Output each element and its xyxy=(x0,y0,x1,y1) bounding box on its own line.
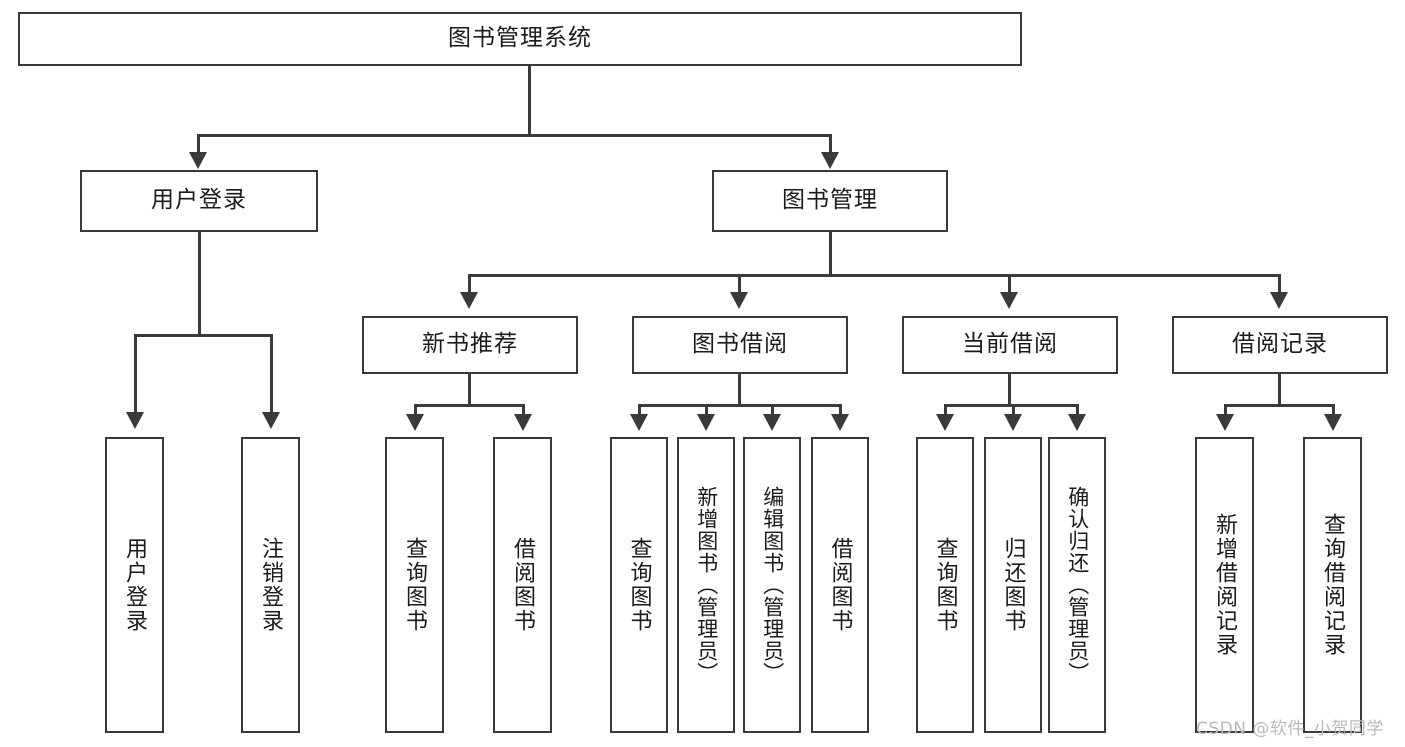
node-current-borrow[interactable]: 当前借阅 xyxy=(902,316,1118,374)
connector-bm-to-new-book xyxy=(468,274,471,298)
arrowhead-bb-to-leaf-2 xyxy=(697,414,715,431)
node-label: 确认归还（管理员） xyxy=(1065,486,1090,684)
node-user-login[interactable]: 用户登录 xyxy=(80,170,318,232)
connector-br-to-leaf-1 xyxy=(1224,404,1227,420)
arrowhead-cb-to-leaf-2 xyxy=(1004,414,1022,431)
node-label: 查询图书 xyxy=(626,537,652,633)
connector-new-book-stem xyxy=(468,374,471,406)
leaf-edit-book-admin[interactable]: 编辑图书（管理员） xyxy=(743,437,801,733)
arrowhead-bb-to-leaf-4 xyxy=(831,414,849,431)
node-label: 注销登录 xyxy=(258,537,284,633)
leaf-query-book-borrow[interactable]: 查询图书 xyxy=(610,437,668,733)
connector-bm-to-book-borrow xyxy=(738,274,741,298)
connector-borrow-record-bus xyxy=(1224,404,1334,407)
leaf-borrow-book-recommend[interactable]: 借阅图书 xyxy=(493,437,552,733)
arrowhead-bb-to-leaf-3 xyxy=(763,414,781,431)
connector-book-borrow-stem xyxy=(738,374,741,406)
connector-root-to-user-login xyxy=(197,134,200,158)
leaf-query-borrow-record[interactable]: 查询借阅记录 xyxy=(1303,437,1362,733)
connector-bm-to-current-borrow xyxy=(1008,274,1011,298)
connector-new-book-to-leaf-2 xyxy=(522,404,525,420)
node-label: 用户登录 xyxy=(151,187,247,214)
connector-book-borrow-bus xyxy=(638,404,841,407)
node-label: 查询借阅记录 xyxy=(1320,513,1346,657)
leaf-query-book-current[interactable]: 查询图书 xyxy=(916,437,974,733)
node-new-book-recommend[interactable]: 新书推荐 xyxy=(362,316,578,374)
connector-current-borrow-bus xyxy=(944,404,1077,407)
node-label: 新增图书（管理员） xyxy=(694,486,719,684)
connector-bb-to-leaf-1 xyxy=(638,404,641,420)
arrowhead-bb-to-leaf-1 xyxy=(630,414,648,431)
node-label: 新书推荐 xyxy=(422,331,518,358)
node-root-book-management-system[interactable]: 图书管理系统 xyxy=(18,12,1022,66)
node-label: 归还图书 xyxy=(1000,537,1026,633)
node-borrow-record[interactable]: 借阅记录 xyxy=(1172,316,1388,374)
leaf-logout[interactable]: 注销登录 xyxy=(241,437,300,733)
connector-root-stem xyxy=(528,66,531,136)
connector-root-bus xyxy=(197,134,831,137)
node-label: 借阅记录 xyxy=(1232,331,1328,358)
connector-bb-to-leaf-4 xyxy=(839,404,842,420)
node-label: 当前借阅 xyxy=(962,331,1058,358)
arrowhead-root-to-user-login xyxy=(189,152,207,169)
node-label: 借阅图书 xyxy=(510,537,536,633)
arrowhead-user-login-to-leaf-2 xyxy=(262,412,280,429)
arrowhead-user-login-to-leaf-1 xyxy=(126,412,144,429)
connector-user-login-stem xyxy=(198,232,201,336)
connector-root-to-book-management xyxy=(829,134,832,158)
connector-user-login-to-leaf-1 xyxy=(134,334,137,418)
node-label: 查询图书 xyxy=(402,537,428,633)
node-label: 图书管理 xyxy=(782,187,878,214)
connector-br-to-leaf-2 xyxy=(1332,404,1335,420)
arrowhead-br-to-leaf-2 xyxy=(1324,414,1342,431)
node-label: 图书管理系统 xyxy=(448,25,592,52)
node-label: 图书借阅 xyxy=(692,331,788,358)
connector-book-management-bus xyxy=(468,274,1280,277)
leaf-return-book[interactable]: 归还图书 xyxy=(984,437,1042,733)
leaf-confirm-return-admin[interactable]: 确认归还（管理员） xyxy=(1048,437,1106,733)
arrowhead-br-to-leaf-1 xyxy=(1216,414,1234,431)
leaf-user-login[interactable]: 用户登录 xyxy=(105,437,164,733)
node-book-management[interactable]: 图书管理 xyxy=(712,170,948,232)
arrowhead-bm-to-book-borrow xyxy=(730,292,748,309)
connector-borrow-record-stem xyxy=(1278,374,1281,406)
connector-cb-to-leaf-2 xyxy=(1012,404,1015,420)
csdn-watermark: CSDN @软件_小贺同学 xyxy=(1196,719,1384,739)
leaf-query-book-recommend[interactable]: 查询图书 xyxy=(385,437,444,733)
arrowhead-bm-to-current-borrow xyxy=(1000,292,1018,309)
connector-user-login-to-leaf-2 xyxy=(270,334,273,418)
connector-bb-to-leaf-2 xyxy=(705,404,708,420)
arrowhead-new-book-to-leaf-2 xyxy=(514,414,532,431)
arrowhead-new-book-to-leaf-1 xyxy=(406,414,424,431)
connector-cb-to-leaf-1 xyxy=(944,404,947,420)
node-label: 查询图书 xyxy=(932,537,958,633)
arrowhead-root-to-book-management xyxy=(821,152,839,169)
connector-book-management-stem xyxy=(829,232,832,276)
connector-current-borrow-stem xyxy=(1008,374,1011,406)
connector-bb-to-leaf-3 xyxy=(771,404,774,420)
node-label: 编辑图书（管理员） xyxy=(760,486,785,684)
connector-bm-to-borrow-record xyxy=(1278,274,1281,298)
node-label: 借阅图书 xyxy=(827,537,853,633)
arrowhead-cb-to-leaf-1 xyxy=(936,414,954,431)
connector-user-login-bus xyxy=(134,334,272,337)
arrowhead-cb-to-leaf-3 xyxy=(1068,414,1086,431)
connector-new-book-to-leaf-1 xyxy=(414,404,417,420)
arrowhead-bm-to-borrow-record xyxy=(1270,292,1288,309)
leaf-add-borrow-record[interactable]: 新增借阅记录 xyxy=(1195,437,1254,733)
leaf-add-book-admin[interactable]: 新增图书（管理员） xyxy=(677,437,735,733)
connector-new-book-bus xyxy=(414,404,524,407)
connector-cb-to-leaf-3 xyxy=(1076,404,1079,420)
node-label: 用户登录 xyxy=(122,537,148,633)
node-book-borrow[interactable]: 图书借阅 xyxy=(632,316,848,374)
arrowhead-bm-to-new-book xyxy=(460,292,478,309)
node-label: 新增借阅记录 xyxy=(1212,513,1238,657)
leaf-borrow-book[interactable]: 借阅图书 xyxy=(811,437,869,733)
